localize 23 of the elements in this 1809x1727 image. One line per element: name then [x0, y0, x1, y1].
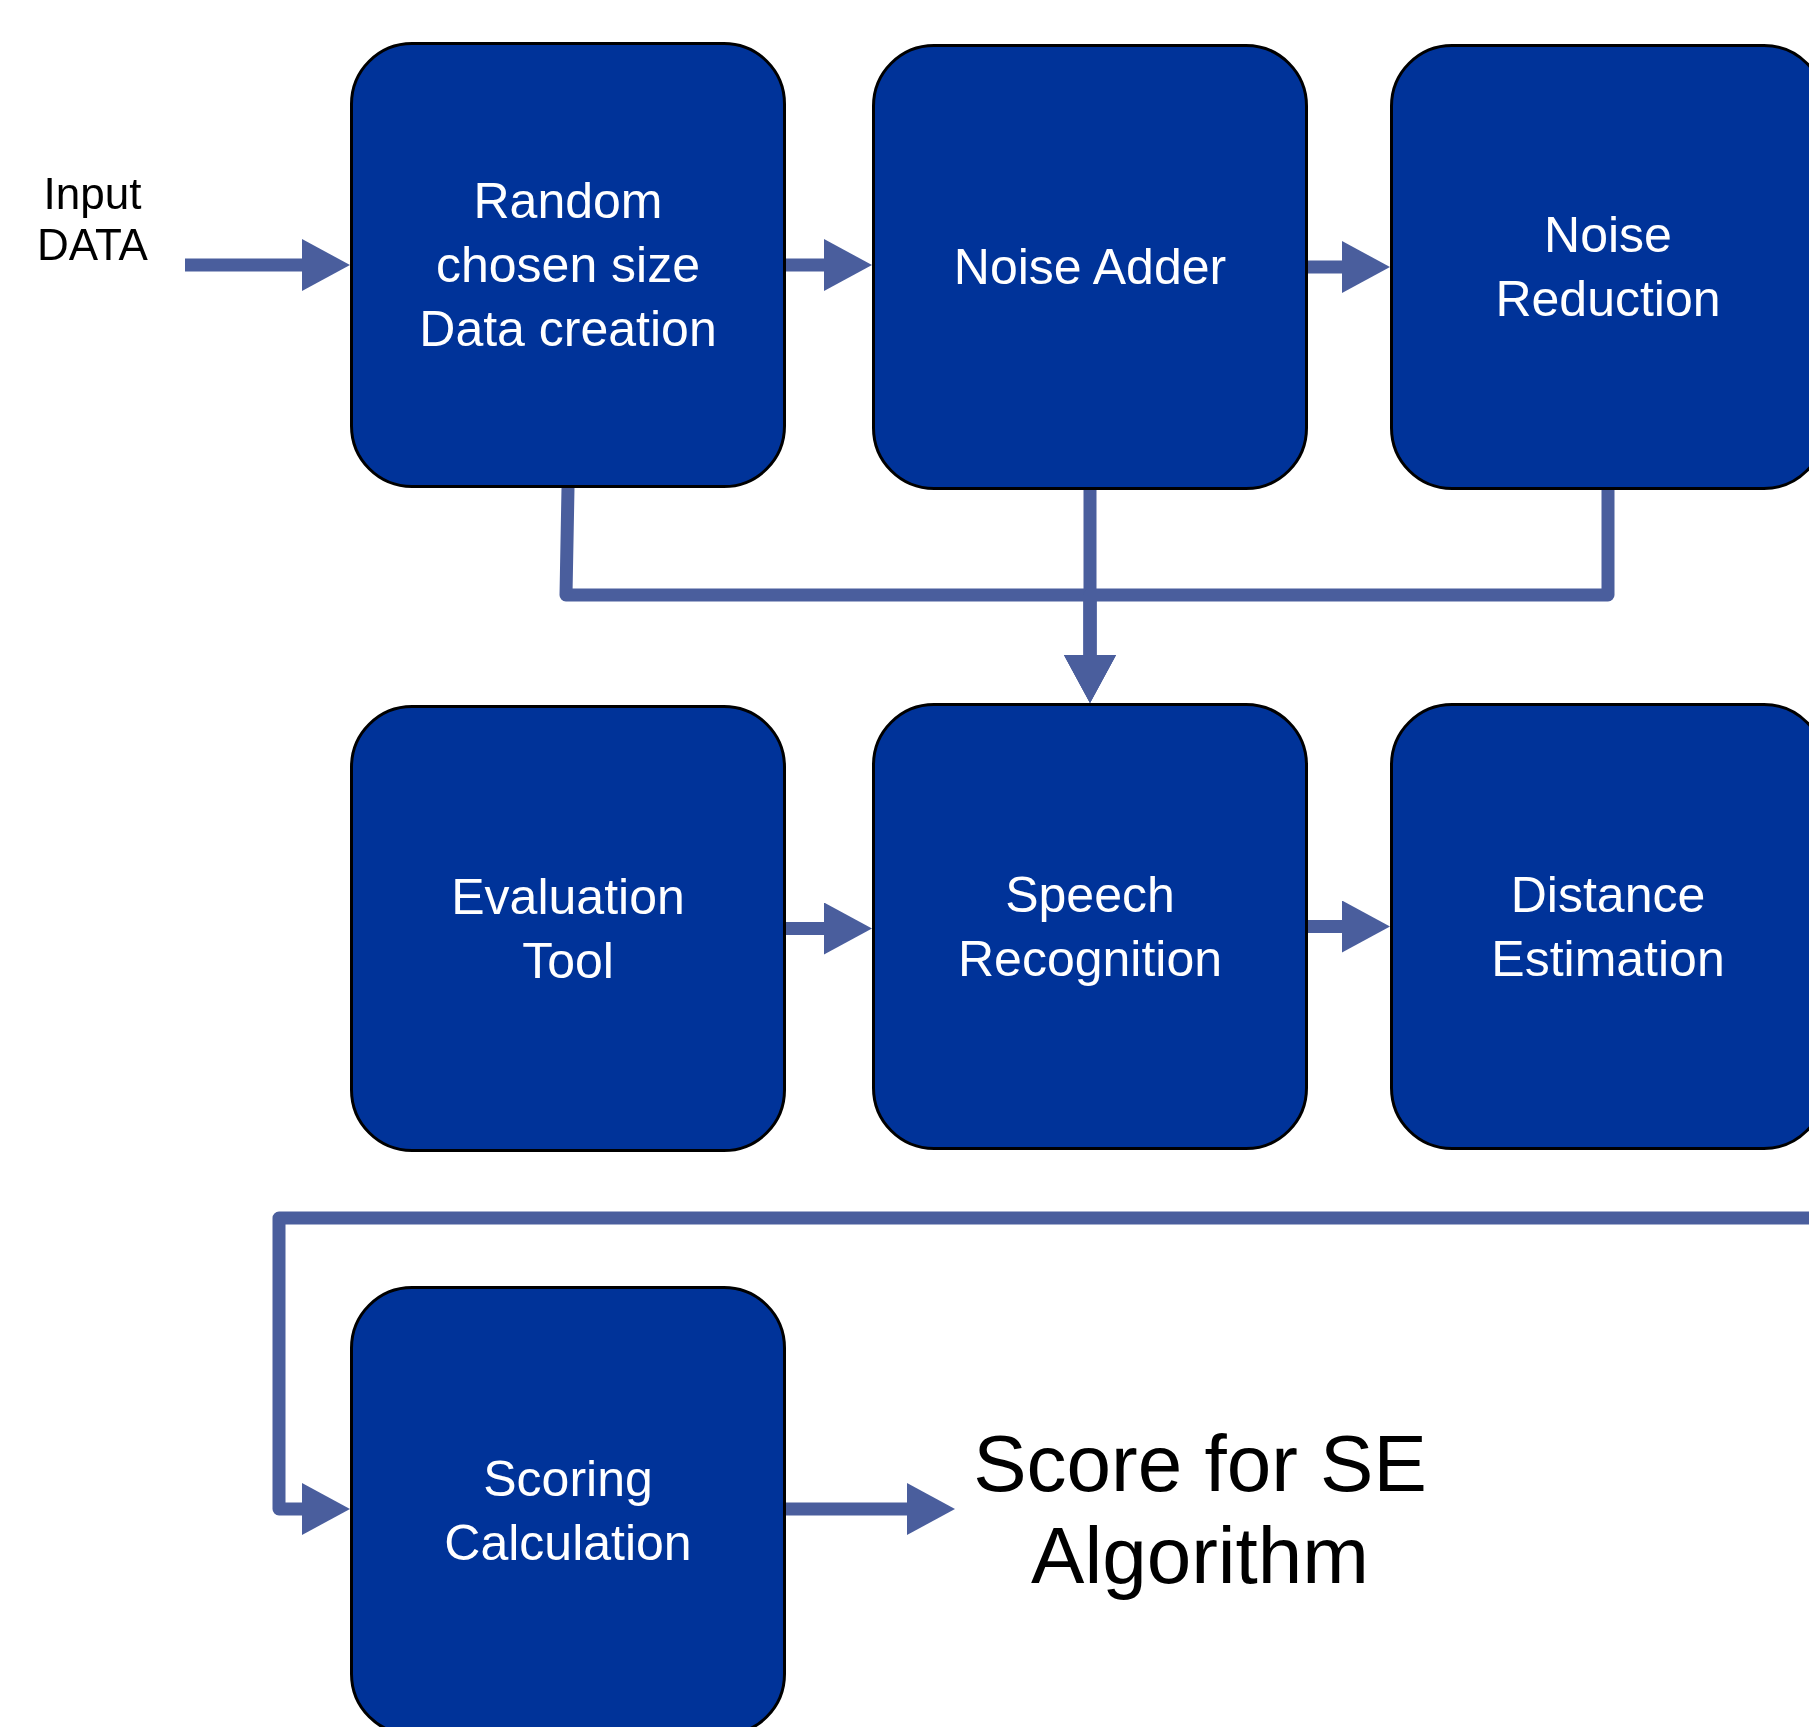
process-box [1390, 44, 1809, 490]
arrow [1064, 490, 1615, 703]
box-label: Random chosen size Data creation [418, 172, 718, 359]
box-label: Distance Estimation [1490, 865, 1726, 989]
arrow [786, 1483, 955, 1535]
process-box [1390, 703, 1809, 1150]
box-label: Noise Reduction [1494, 206, 1722, 329]
arrow [1308, 241, 1390, 293]
arrow [786, 902, 872, 955]
process-box [872, 703, 1308, 1150]
process-box [350, 42, 786, 488]
result-text: Score for SE Algorithm [972, 1418, 1428, 1602]
process-box [350, 705, 786, 1152]
process-box [350, 1286, 786, 1727]
box-label: Noise Adder [952, 238, 1228, 297]
input-label: Input DATA [36, 169, 149, 271]
arrow [185, 239, 350, 291]
box-label: Scoring Calculation [443, 1450, 693, 1573]
box-label: Evaluation Tool [450, 867, 686, 991]
box-label: Speech Recognition [956, 865, 1224, 989]
arrow [1308, 900, 1390, 953]
process-box [872, 44, 1308, 490]
arrow [786, 239, 872, 291]
